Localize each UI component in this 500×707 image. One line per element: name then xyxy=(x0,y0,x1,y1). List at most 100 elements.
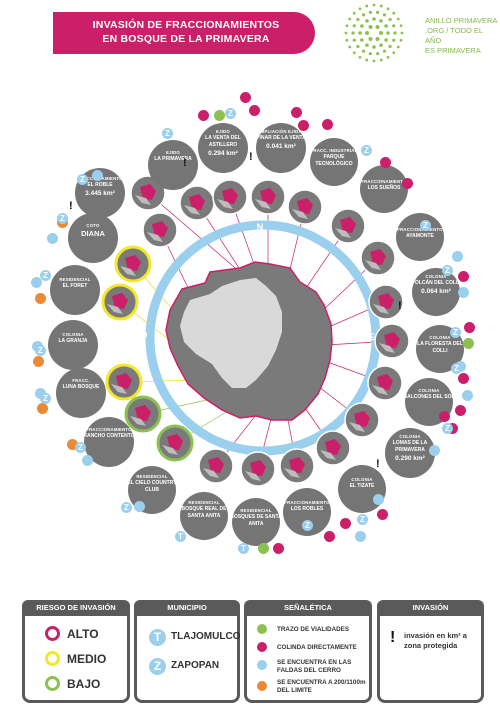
zapopan-badge-icon: Z xyxy=(420,220,431,231)
zone-thumbnail xyxy=(179,185,215,221)
logo-dot xyxy=(396,17,400,21)
ring-bajo-icon xyxy=(45,676,60,691)
logo-dot xyxy=(379,43,383,47)
node-type: RESIDENCIAL xyxy=(188,500,220,505)
logo-dot xyxy=(376,10,380,14)
legend-vialidades: TRAZO DE VIALIDADES xyxy=(277,626,350,633)
node-la-primavera: EJIDO LA PRIMAVERA xyxy=(148,140,198,190)
node-name: LA GRANJA xyxy=(58,338,88,344)
logo-dot xyxy=(368,37,373,42)
zapopan-badge-icon: Z xyxy=(451,363,462,374)
legend-tlajomulco: TLAJOMULCO xyxy=(171,631,241,642)
node-type: RESIDENCIAL xyxy=(59,277,91,282)
logo-dot xyxy=(361,49,366,53)
legend-colinda: COLINDA DIRECTAMENTE xyxy=(277,644,357,651)
signage-dot xyxy=(92,170,103,181)
zone-thumbnail xyxy=(156,424,194,462)
logo-dot xyxy=(386,31,390,35)
signage-dot xyxy=(249,105,260,116)
signage-dot xyxy=(458,287,469,298)
zone-thumbnail xyxy=(250,179,286,215)
logo-dot xyxy=(356,17,360,22)
signage-dot xyxy=(463,338,474,349)
node-name: EL FORET xyxy=(62,283,88,289)
legend-invasion: INVASIÓN ! invasión en km² a zona proteg… xyxy=(377,600,484,703)
title-line-2: EN BOSQUE DE LA PRIMAVERA xyxy=(102,33,270,45)
exclamation-icon: ! xyxy=(376,458,380,470)
signage-dot xyxy=(402,178,413,189)
legend-senaletica: SEÑALÉTICA TRAZO DE VIALIDADES COLINDA D… xyxy=(244,600,372,703)
node-type: COLONIA xyxy=(425,274,447,279)
logo-dot xyxy=(361,13,366,17)
logo-dot xyxy=(352,24,356,28)
logo-dot xyxy=(368,24,373,29)
node-name: PINAR DE LA VENTA xyxy=(256,135,306,141)
node-luna-bosque: FRACC. LUNA BOSQUE xyxy=(56,368,106,418)
signage-dot xyxy=(439,411,450,422)
zapopan-badge-icon: Z xyxy=(442,423,453,434)
zone-thumbnail xyxy=(142,212,178,248)
node-type: FRACC. xyxy=(72,378,90,383)
logo-dot xyxy=(382,49,387,53)
signage-dot xyxy=(340,518,351,529)
logo-dot xyxy=(400,31,404,35)
logo-dot xyxy=(372,3,376,7)
exclamation-icon: ! xyxy=(183,157,187,169)
legend-riesgo: RIESGO DE INVASIÓN ALTO MEDIO BAJO xyxy=(22,600,130,703)
node-venta-astillero: EJIDO LA VENTA DEL ASTILLERO 0.294 km² xyxy=(198,123,248,173)
zapopan-badge-icon: Z xyxy=(40,270,51,281)
node-bosque-real-santa-anita: RESIDENCIAL BOSQUE REAL DE SANTA ANITA xyxy=(180,492,228,540)
node-el-tizate: COLONIA EL TIZATE xyxy=(338,465,386,513)
logo-dot xyxy=(375,37,380,42)
logo-dot xyxy=(360,38,364,42)
node-name: LUNA BOSQUE xyxy=(62,384,100,390)
logo-dot xyxy=(384,38,388,42)
signage-dot xyxy=(462,390,473,401)
signage-dot xyxy=(458,271,469,282)
legend-municipio-title: MUNICIPIO xyxy=(134,600,240,616)
node-diana: COTO DIANA xyxy=(68,213,118,263)
logo-dot xyxy=(372,17,376,21)
zone-thumbnail xyxy=(367,365,403,401)
zapopan-badge-icon: Z xyxy=(75,442,86,453)
node-area: 0.064 km² xyxy=(421,288,451,295)
logo-dot xyxy=(344,31,348,35)
signage-dot xyxy=(298,120,309,131)
logo-dot xyxy=(399,24,403,28)
logo-dot xyxy=(392,38,396,42)
node-name: LOS ROBLES xyxy=(290,506,324,512)
node-parque-tecnologico: FRACC. INDUSTRIAL PARQUE TECNOLÓGICO xyxy=(310,138,358,186)
logo-dot xyxy=(375,24,380,29)
signage-dot xyxy=(31,277,42,288)
logo-dot xyxy=(345,24,349,28)
exclamation-icon: ! xyxy=(69,200,73,212)
signage-dot xyxy=(35,293,46,304)
node-name: EL CIELO COUNTRY CLUB xyxy=(127,480,177,493)
zapopan-badge-icon: Z xyxy=(57,213,68,224)
logo-dot xyxy=(365,43,369,47)
node-los-suenos: FRACCIONAMIENTO LOS SUEÑOS xyxy=(360,165,408,213)
node-type: FRACCIONAMIENTO xyxy=(86,427,132,432)
signage-dot xyxy=(214,110,225,121)
brand-line-2: .ORG / TODO EL AÑO xyxy=(425,26,483,45)
brand-logo xyxy=(344,3,404,63)
node-name: EL TIZATE xyxy=(349,483,375,489)
thumbnail-layer xyxy=(101,175,410,487)
node-name: LOMAS DE LA PRIMAVERA xyxy=(392,440,428,453)
signage-dot xyxy=(380,157,391,168)
zone-thumbnail xyxy=(101,283,139,321)
node-volcan-colli: COLONIA VOLCÁN DEL COLLI 0.064 km² xyxy=(412,268,460,316)
logo-dot xyxy=(392,24,396,28)
node-type: FRACCIONAMIENTO xyxy=(361,179,407,184)
signage-dot xyxy=(35,388,46,399)
logo-dot xyxy=(358,55,362,59)
zone-thumbnail xyxy=(360,240,396,276)
logo-dot xyxy=(368,10,372,14)
signage-dot xyxy=(429,445,440,456)
signage-dot xyxy=(134,501,145,512)
legend-zapopan: ZAPOPAN xyxy=(171,660,220,671)
signage-dot xyxy=(273,543,284,554)
logo-dot xyxy=(386,7,390,11)
legend-senaletica-title: SEÑALÉTICA xyxy=(244,600,372,616)
logo-dot xyxy=(358,31,362,35)
